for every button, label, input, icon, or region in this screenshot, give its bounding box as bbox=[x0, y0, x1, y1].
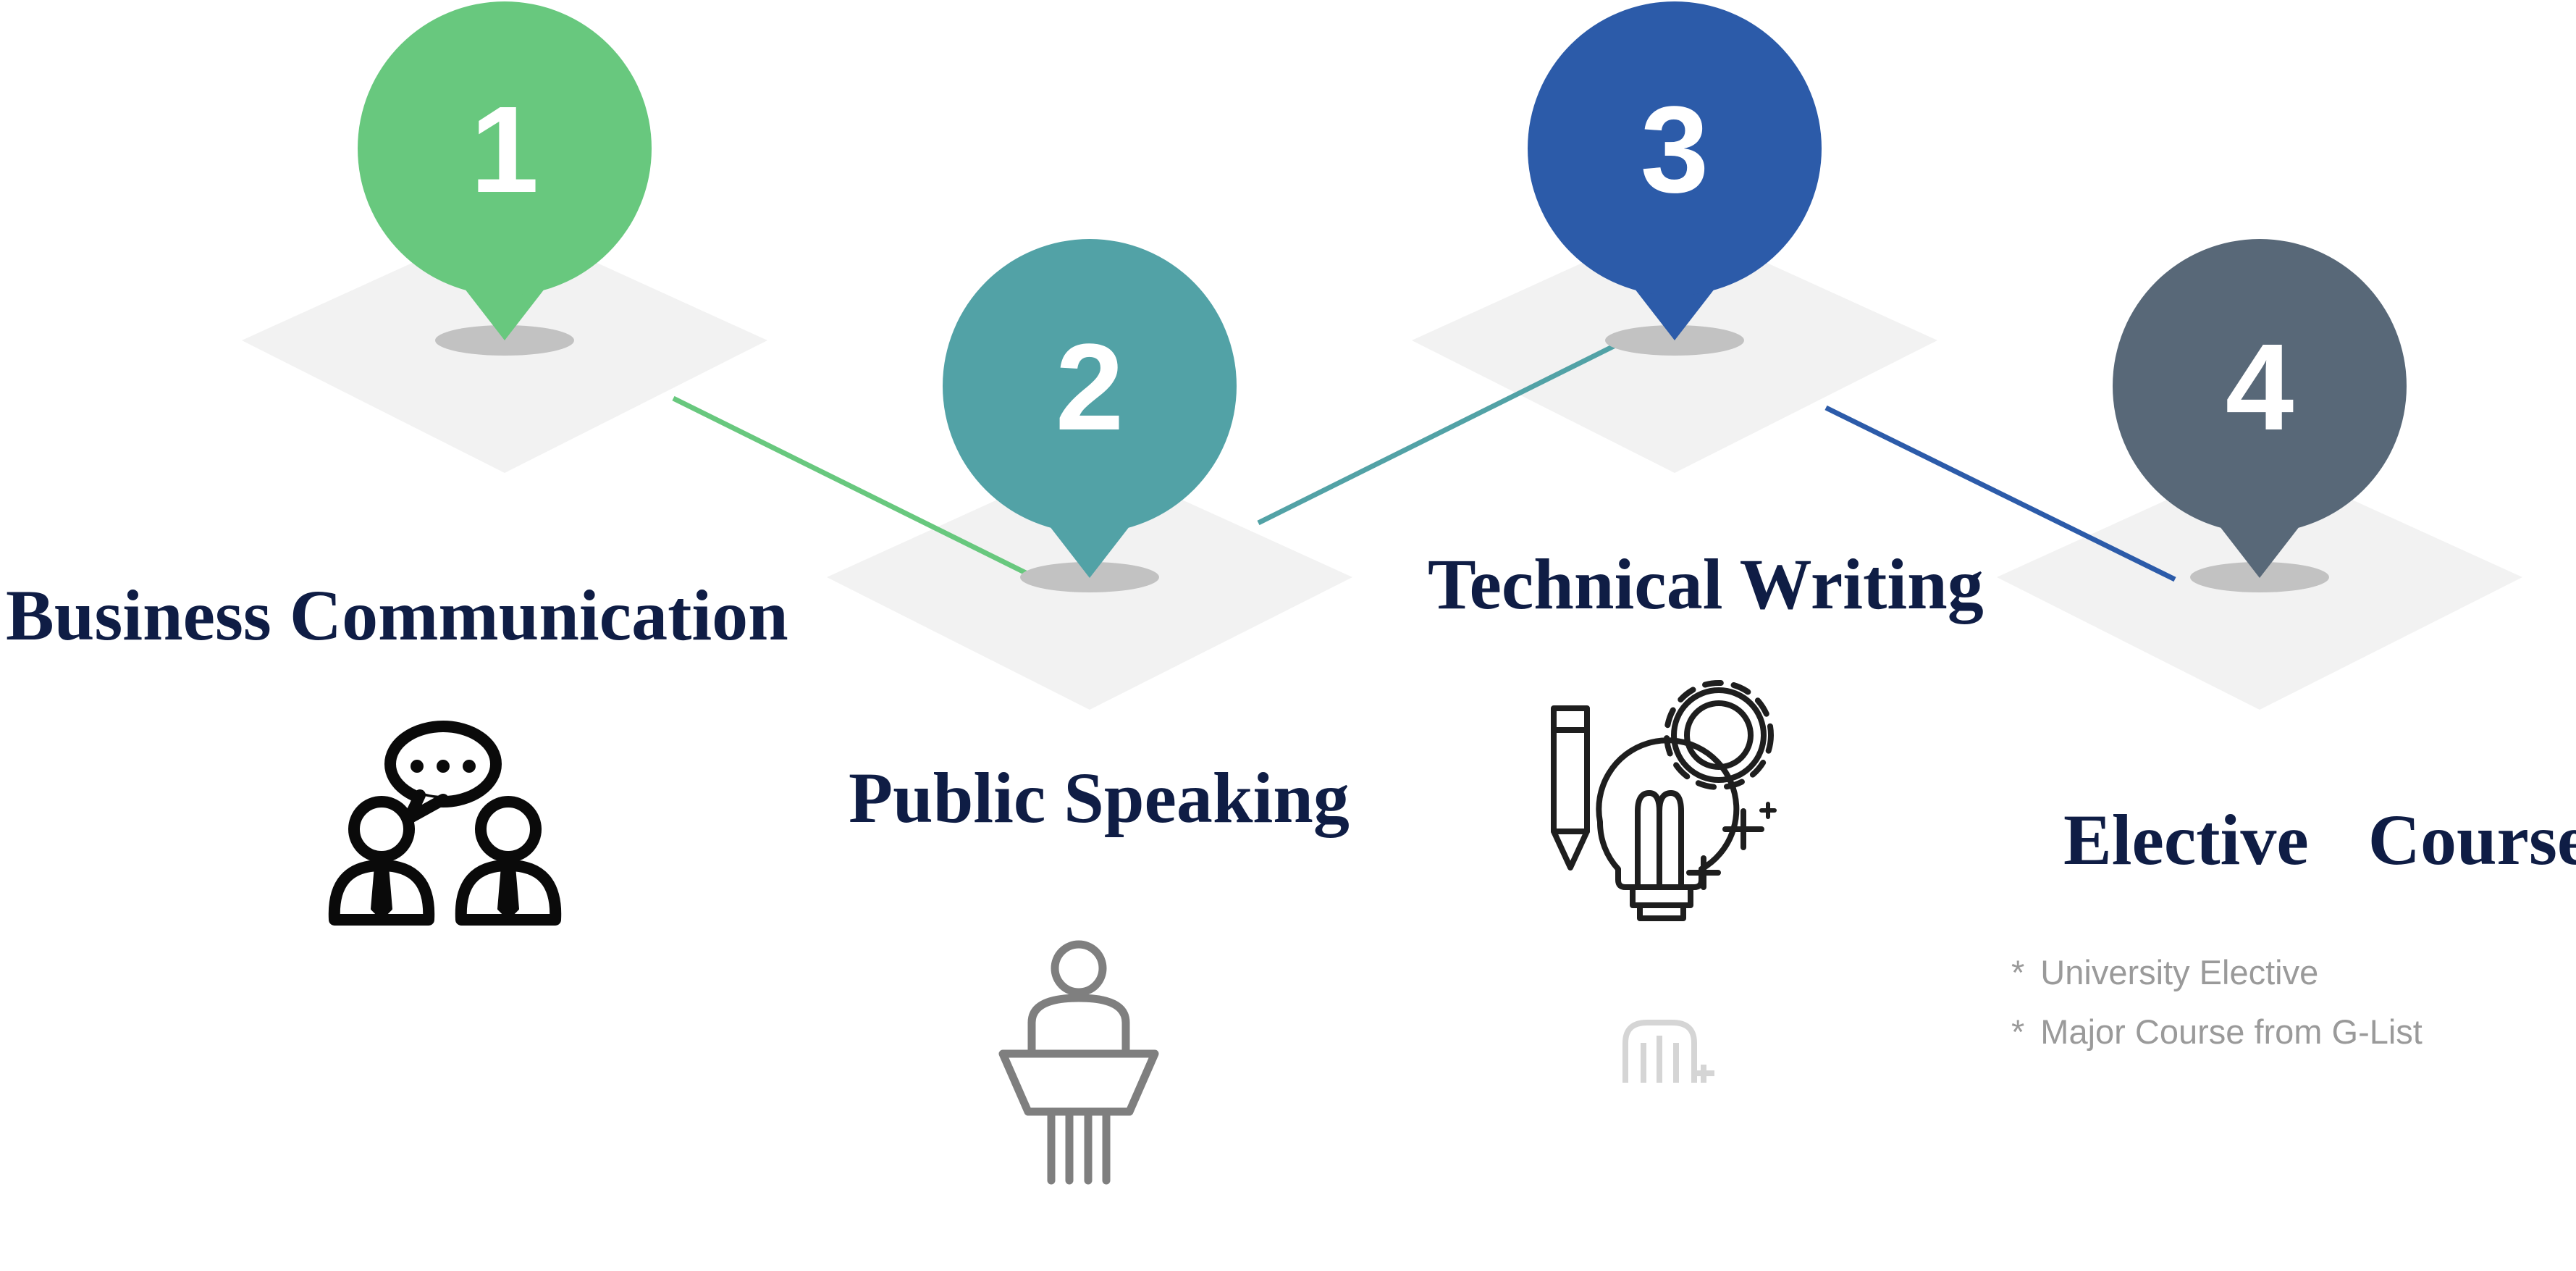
pin-1-head bbox=[358, 1, 652, 295]
pin-3-head bbox=[1528, 1, 1822, 295]
pin-3-tail bbox=[1630, 282, 1720, 340]
pin-1: 1 bbox=[358, 1, 652, 340]
connector-3-4 bbox=[1824, 405, 2176, 582]
podium-speaker-icon bbox=[998, 940, 1159, 1185]
pin-3: 3 bbox=[1528, 1, 1822, 340]
pin-4: 4 bbox=[2113, 239, 2407, 578]
step-2-number: 2 bbox=[1056, 319, 1124, 456]
pin-1-tail bbox=[460, 282, 550, 340]
elective-list: * University Elective * Major Course fro… bbox=[2011, 943, 2423, 1062]
connector-2-3 bbox=[1257, 337, 1627, 526]
pin-2-head bbox=[943, 239, 1237, 533]
step-1-number: 1 bbox=[471, 81, 539, 219]
pin-4-head bbox=[2113, 239, 2407, 533]
meeting-icon bbox=[328, 721, 562, 926]
list-item: * University Elective bbox=[2011, 943, 2423, 1002]
step-4-title: Elective Courses bbox=[2063, 800, 2576, 880]
elective-item-university: University Elective bbox=[2040, 953, 2319, 991]
step-4-number: 4 bbox=[2226, 319, 2294, 456]
step-3-title: Technical Writing bbox=[1428, 544, 1984, 624]
lightbulb-gear-pencil-icon bbox=[1551, 680, 1777, 921]
pins: 1 2 3 4 bbox=[358, 1, 2407, 578]
connector-1-2 bbox=[672, 395, 1040, 582]
pin-4-tail bbox=[2215, 520, 2304, 578]
lightbulb-reflection-icon bbox=[1622, 1020, 1714, 1083]
list-item: * Major Course from G-List bbox=[2011, 1002, 2423, 1062]
connectors bbox=[672, 337, 2176, 582]
bullet-marker: * bbox=[2011, 953, 2025, 991]
pin-2: 2 bbox=[943, 239, 1237, 578]
step-3-number: 3 bbox=[1641, 81, 1709, 219]
step-1-title: Business Communication bbox=[6, 575, 788, 655]
bullet-marker: * bbox=[2011, 1012, 2025, 1051]
elective-item-major-course: Major Course from G-List bbox=[2040, 1012, 2423, 1051]
pin-2-tail bbox=[1045, 520, 1135, 578]
step-2-title: Public Speaking bbox=[849, 758, 1350, 838]
